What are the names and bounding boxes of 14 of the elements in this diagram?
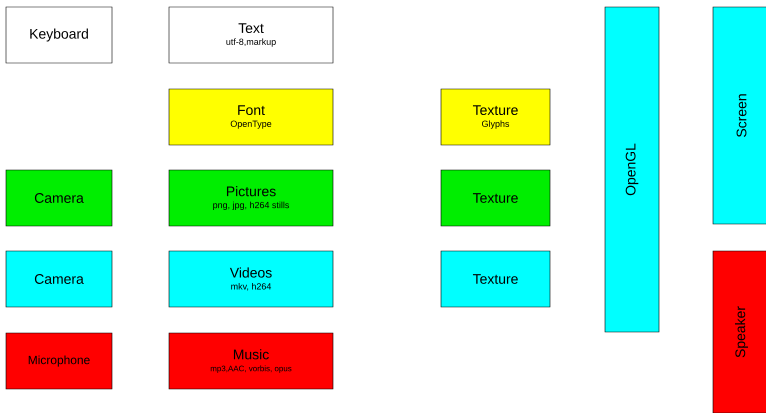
- label-box: Screen: [712, 6, 766, 224]
- label-box: Texture: [440, 250, 550, 308]
- label-box: OpenGL: [604, 6, 660, 332]
- label-box: Microphone: [6, 332, 112, 390]
- label-box: Videos mkv, h264: [168, 250, 334, 308]
- label-box: Camera: [6, 250, 112, 308]
- label-box: Camera: [6, 170, 112, 226]
- label-box: Text utf-8,markup: [168, 6, 334, 64]
- label-box: Pictures png, jpg, h264 stills: [168, 170, 334, 226]
- label-box: Speaker: [712, 250, 766, 413]
- label-box: Font OpenType: [168, 88, 334, 146]
- label-box: Keyboard: [6, 6, 112, 64]
- label-box: Texture Glyphs: [440, 88, 550, 146]
- label-box: Texture: [440, 170, 550, 226]
